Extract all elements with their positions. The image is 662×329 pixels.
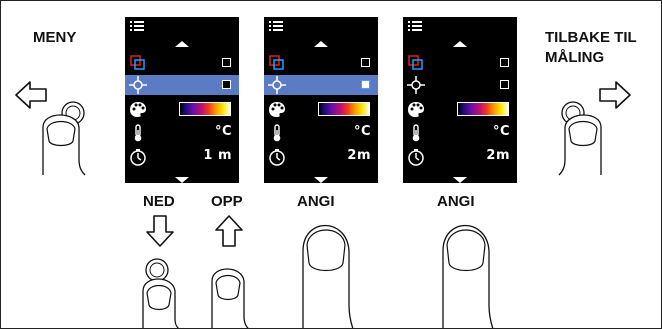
hand-press-icon: [42, 101, 86, 176]
thermometer-icon: [412, 124, 420, 142]
menu-row-crosshair[interactable]: [403, 75, 517, 95]
down-label: NED: [143, 193, 175, 210]
crosshair-icon: [129, 76, 147, 94]
palette-icon: [408, 102, 424, 117]
set-label-1: ANGI: [297, 193, 335, 210]
unit-value: °C: [214, 124, 232, 139]
arrow-down-icon: [146, 215, 174, 247]
palette-icon: [269, 102, 285, 117]
checkbox[interactable]: [361, 58, 370, 67]
camera-screen-1: °C 1 m: [125, 17, 239, 183]
timer-value: 2m: [347, 148, 371, 163]
palette-gradient: [457, 102, 509, 116]
checkbox[interactable]: [500, 58, 509, 67]
menu-row-unit[interactable]: °C: [125, 123, 239, 143]
hand-press-icon: [442, 225, 494, 328]
picture-in-picture-icon: [269, 55, 284, 70]
palette-icon: [130, 102, 146, 117]
checkbox[interactable]: [222, 80, 231, 89]
scroll-down-icon: [314, 177, 328, 183]
menu-row-palette[interactable]: [403, 99, 517, 119]
menu-row-pip[interactable]: [125, 53, 239, 73]
unit-value: °C: [492, 124, 510, 139]
timer-icon: [130, 149, 146, 166]
menu-row-unit[interactable]: °C: [264, 123, 378, 143]
menu-row-palette[interactable]: [125, 99, 239, 119]
timer-icon: [408, 149, 424, 166]
crosshair-icon: [407, 76, 425, 94]
camera-screen-3: °C 2m: [403, 17, 517, 183]
scroll-down-icon: [453, 177, 467, 183]
menu-row-timer[interactable]: 1 m: [125, 147, 239, 167]
up-label: OPP: [211, 193, 243, 210]
menu-row-pip[interactable]: [264, 53, 378, 73]
unit-value: °C: [353, 124, 371, 139]
arrow-right-icon: [599, 81, 631, 109]
menu-row-pip[interactable]: [403, 53, 517, 73]
picture-in-picture-icon: [408, 55, 423, 70]
menu-row-unit[interactable]: °C: [403, 123, 517, 143]
arrow-left-icon: [15, 81, 47, 109]
scroll-down-icon: [175, 177, 189, 183]
scroll-up-icon: [453, 41, 467, 47]
hand-press-icon: [558, 101, 602, 176]
back-to-measure-label-line2: MÅLING: [545, 49, 605, 66]
checkbox[interactable]: [500, 80, 509, 89]
menu-row-crosshair[interactable]: [264, 75, 378, 95]
scroll-up-icon: [314, 41, 328, 47]
menu-row-palette[interactable]: [264, 99, 378, 119]
crosshair-icon: [268, 76, 286, 94]
camera-screen-2: °C 2m: [264, 17, 378, 183]
picture-in-picture-icon: [130, 55, 145, 70]
menu-row-timer[interactable]: 2m: [264, 147, 378, 167]
menu-list-icon: [408, 21, 422, 31]
thermometer-icon: [273, 124, 281, 142]
hand-press-icon: [302, 225, 354, 328]
timer-value: 1 m: [203, 148, 232, 163]
menu-row-timer[interactable]: 2m: [403, 147, 517, 167]
back-to-measure-label-line1: TILBAKE TIL: [545, 29, 637, 46]
hand-press-icon: [211, 268, 249, 328]
palette-gradient: [179, 102, 231, 116]
set-label-2: ANGI: [437, 193, 475, 210]
timer-icon: [269, 149, 285, 166]
menu-label: MENY: [33, 29, 77, 46]
hand-press-icon: [142, 258, 180, 328]
scroll-up-icon: [175, 41, 189, 47]
checkbox-checked[interactable]: [361, 80, 370, 89]
timer-value: 2m: [486, 148, 510, 163]
palette-gradient: [318, 102, 370, 116]
arrow-up-icon: [215, 215, 243, 247]
menu-list-icon: [130, 21, 144, 31]
menu-row-crosshair[interactable]: [125, 75, 239, 95]
checkbox[interactable]: [222, 58, 231, 67]
menu-list-icon: [269, 21, 283, 31]
thermometer-icon: [134, 124, 142, 142]
